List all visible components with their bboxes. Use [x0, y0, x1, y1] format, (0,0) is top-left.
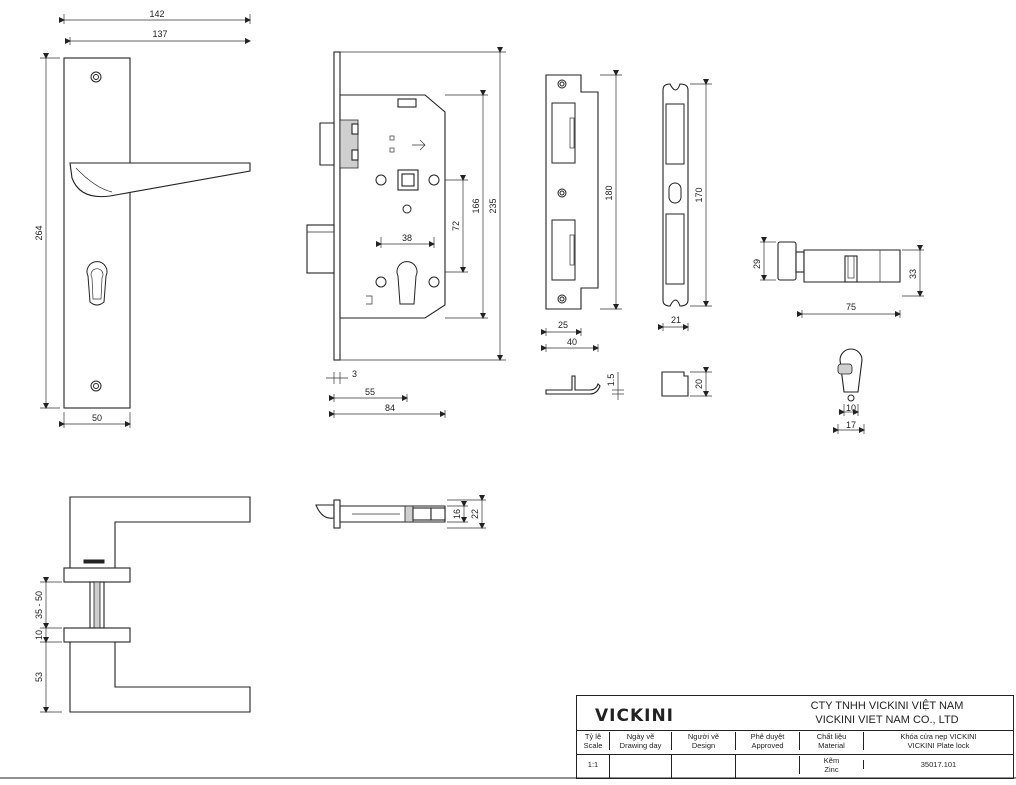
dim-84: 84	[385, 403, 395, 413]
strike-plate	[545, 74, 599, 310]
dim-10-door: 10	[34, 630, 44, 640]
dim-40: 40	[567, 337, 577, 347]
header-product: Khóa cửa nẹp VICKINI VICKINI Plate lock	[863, 732, 1013, 750]
deadbolt	[306, 224, 335, 274]
dim-137: 137	[152, 29, 167, 39]
header-scale: Tỷ lệ Scale	[583, 732, 603, 750]
dim-53: 53	[34, 672, 44, 682]
dim-33: 33	[908, 269, 918, 279]
company-name-en: VICKINI VIET NAM CO., LTD	[815, 714, 959, 726]
dim-264: 264	[34, 225, 44, 240]
front-plate-view: 142 137 264 50	[34, 9, 251, 428]
dim-170: 170	[694, 187, 704, 202]
company-name-vn: CTY TNHH VICKINI VIỆT NAM	[810, 700, 964, 712]
company-logo: VICKINI	[595, 706, 675, 726]
dim-1-5: 1.5	[606, 374, 616, 387]
front-plate	[63, 57, 131, 409]
value-scale: 1:1	[587, 760, 599, 769]
keyhole	[86, 261, 108, 306]
value-approved	[735, 754, 799, 778]
dim-25: 25	[558, 320, 568, 330]
strike-profile	[545, 375, 601, 395]
dim-20: 20	[694, 379, 704, 389]
dim-3: 3	[352, 369, 357, 379]
dim-75: 75	[846, 302, 856, 312]
dim-35-50: 35 - 50	[34, 591, 44, 619]
header-design: Người vẽ Design	[671, 732, 735, 750]
dim-38: 38	[402, 233, 412, 243]
dim-50: 50	[92, 413, 102, 423]
dim-180: 180	[604, 185, 614, 200]
header-drawing-day: Ngày vẽ Drawing day	[609, 732, 671, 750]
dim-29: 29	[752, 259, 762, 269]
value-drawing-day	[609, 754, 671, 778]
dim-235: 235	[488, 198, 498, 213]
dim-142: 142	[149, 9, 164, 19]
strike-box-view: 170 21 20	[658, 79, 712, 397]
forend-plate	[333, 51, 341, 361]
title-block: VICKINI CTY TNHH VICKINI VIỆT NAM VICKIN…	[576, 695, 1014, 779]
upper-lever-section	[69, 496, 251, 569]
dim-16: 16	[452, 509, 462, 519]
lower-lever-section	[69, 641, 251, 713]
lower-rose	[63, 627, 131, 643]
dim-166: 166	[471, 198, 481, 213]
dim-55: 55	[365, 387, 375, 397]
dim-10: 10	[846, 403, 856, 413]
dim-22: 22	[470, 509, 480, 519]
value-product-code: 35017.101	[863, 760, 1013, 769]
lock-case	[339, 94, 446, 319]
header-material: Chất liệu Material	[799, 732, 863, 750]
dim-72: 72	[451, 221, 461, 231]
lever-handle	[69, 162, 251, 198]
lock-body-view: 38 72 166 235 3 55 84	[306, 47, 506, 418]
strike-box-profile	[661, 371, 689, 397]
door-section-view: 35 - 50 10 53	[34, 496, 251, 713]
thumb-turn	[777, 241, 797, 281]
upper-rose	[63, 567, 131, 583]
value-material: Kẽm Zinc	[799, 756, 863, 774]
dim-21: 21	[671, 315, 681, 325]
cylinder-view: 29 33 75 10 17	[752, 237, 924, 434]
value-design	[671, 754, 735, 778]
latch-side-view: 16 22	[315, 495, 486, 529]
header-approved: Phê duyệt Approved	[735, 732, 799, 750]
strike-box	[662, 83, 689, 307]
dim-17: 17	[846, 420, 856, 430]
cylinder-hole	[396, 261, 418, 305]
strike-plate-view: 180 25 40 1.5	[541, 70, 624, 400]
